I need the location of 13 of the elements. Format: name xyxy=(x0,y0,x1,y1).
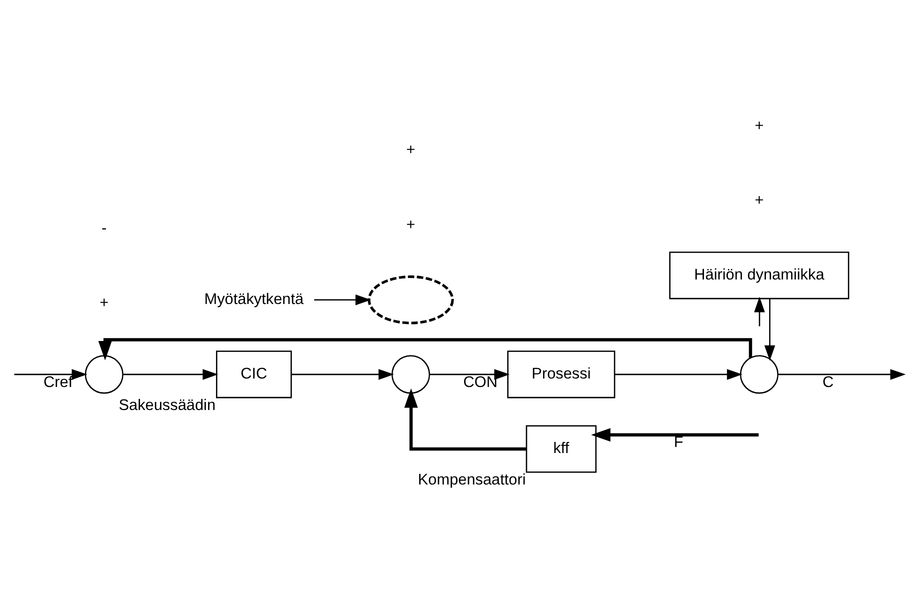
label: + xyxy=(406,142,416,159)
edge-label: C xyxy=(822,374,834,391)
node-label: Sakeussäädin xyxy=(118,396,216,414)
label: + xyxy=(100,294,109,312)
label: + xyxy=(754,117,764,134)
edge-label: Cref xyxy=(44,374,73,391)
label: + xyxy=(406,216,416,234)
edge-label: CON xyxy=(463,374,498,391)
label: + xyxy=(754,192,764,209)
node-text: Myötäkytkentä xyxy=(204,290,304,308)
label: - xyxy=(102,220,107,238)
edge-label: F xyxy=(674,434,684,452)
node-label: Kompensaattori xyxy=(418,471,526,488)
